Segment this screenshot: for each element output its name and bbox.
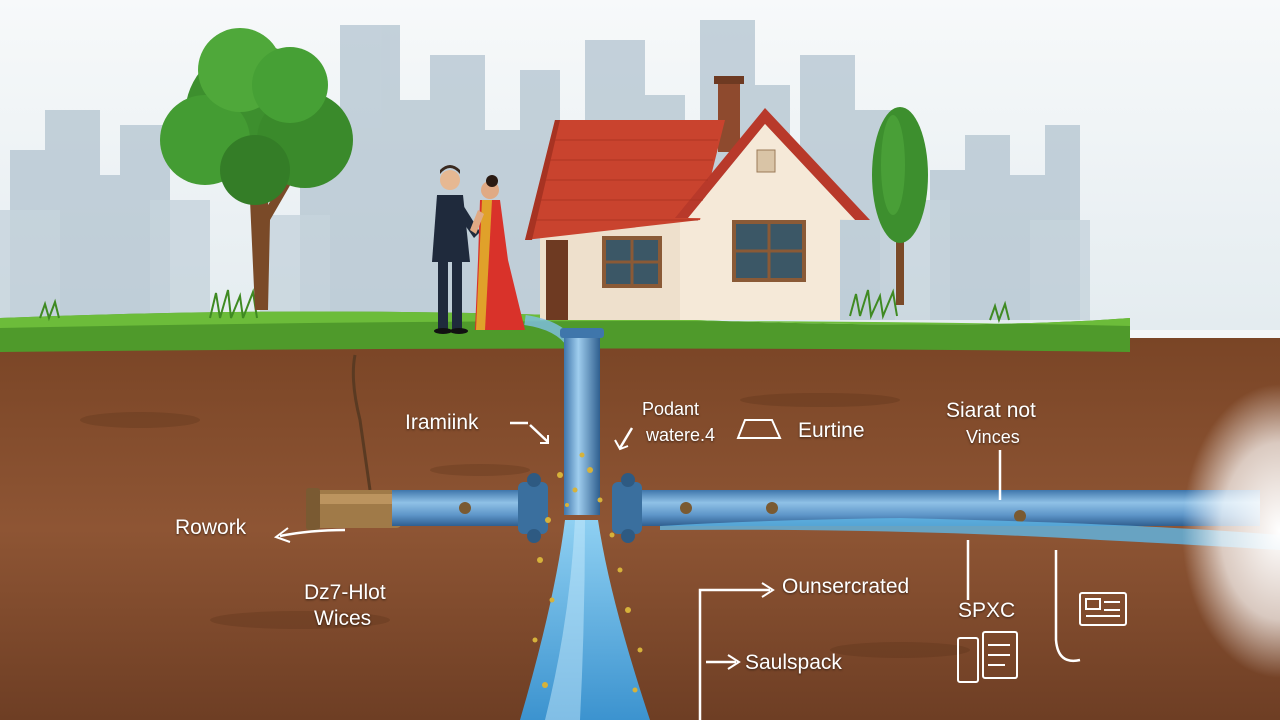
label-iramiink: Iramiink (405, 411, 479, 434)
couple-icon (432, 165, 525, 334)
valve-icon (518, 473, 642, 543)
label-saulspack: Saulspack (745, 651, 842, 674)
cypress-tree-icon (872, 107, 928, 305)
house-icon (525, 76, 870, 320)
leak-icon (520, 452, 650, 720)
label-podant-line2: watere.4 (646, 425, 716, 445)
label-ounsercrated: Ounsercrated (782, 575, 910, 598)
label-podant-line1: Podant (642, 399, 700, 419)
label-siarat-line1: Siarat not (946, 399, 1036, 422)
label-dz7-line1: Dz7-Hlot (304, 581, 386, 604)
label-siarat-line2: Vinces (966, 427, 1020, 447)
old-pipe-icon (306, 354, 402, 530)
label-eurtine: Eurtine (798, 419, 865, 442)
label-rowork: Rowork (175, 516, 247, 539)
label-spxc: SPXC (958, 599, 1016, 622)
label-dz7-line2: Wices (314, 607, 372, 630)
right-fade (1000, 300, 1280, 720)
vertical-pipe-icon (524, 315, 604, 515)
tree-icon (160, 28, 353, 310)
